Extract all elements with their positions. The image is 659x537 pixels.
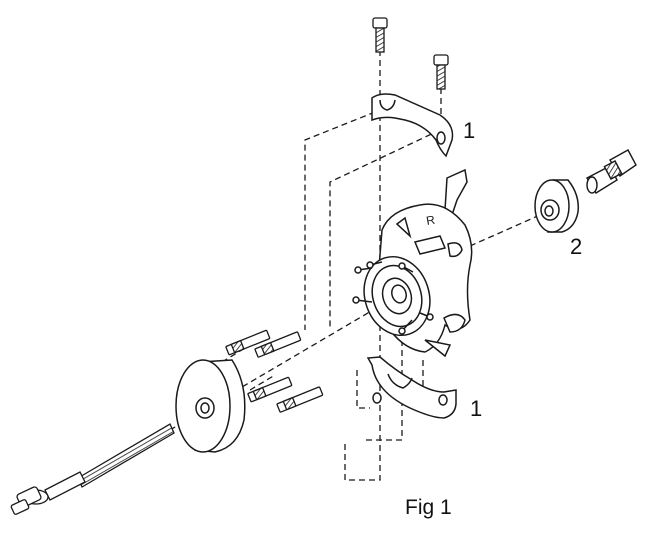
split-collar-icon <box>371 93 454 158</box>
callout-label-split-collar-bottom: 1 <box>470 396 483 421</box>
hex-nut-icon <box>586 149 637 194</box>
callout-label-split-collar-top: 1 <box>463 118 476 143</box>
split-collar-icon <box>366 356 457 419</box>
receiver-cup-icon <box>534 179 580 233</box>
wheel-hub-icon: R <box>352 168 473 358</box>
threaded-rod-icon <box>10 423 175 515</box>
callout-label-receiver-cup: 2 <box>570 234 583 259</box>
svg-text:R: R <box>425 213 436 228</box>
bolt-icon <box>372 17 449 90</box>
press-plate-icon <box>175 359 246 453</box>
figure-caption: Fig 1 <box>405 496 452 519</box>
press-pin-set <box>225 329 324 413</box>
